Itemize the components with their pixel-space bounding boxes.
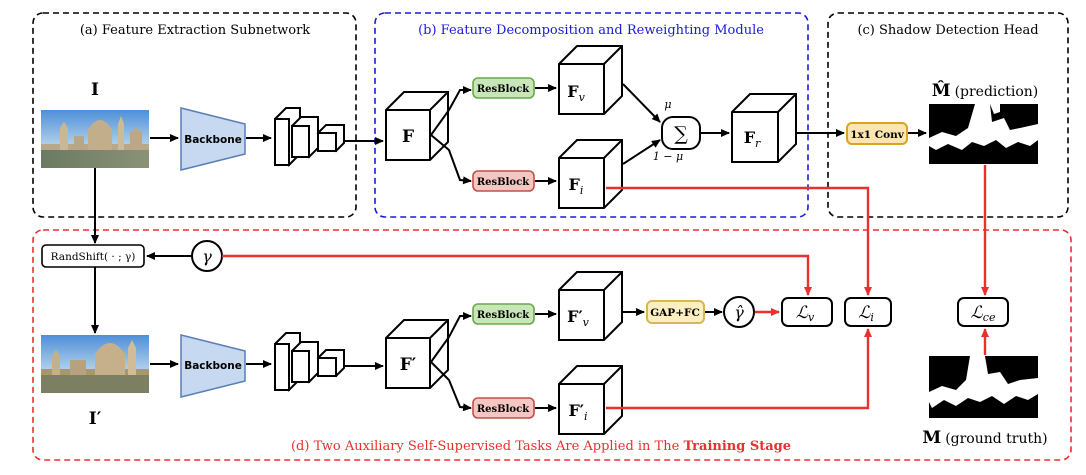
sum-symbol: ∑ — [674, 123, 688, 145]
randshift-box — [41, 244, 145, 268]
cube-Fr-label: Fr — [744, 128, 761, 150]
resblock-red-bottom — [472, 397, 535, 419]
cube-Fv-prime — [558, 271, 623, 341]
loss-i-label: ℒi — [858, 303, 874, 324]
gamma-label: γ — [202, 247, 212, 266]
ground-truth-title: M(ground truth) — [922, 428, 1047, 448]
gap-fc-label: GAP+FC — [650, 307, 700, 319]
resblock-red-bottom-label: ResBlock — [477, 404, 530, 415]
prediction-map — [929, 104, 1038, 164]
backbone-bottom-label: Backbone — [184, 360, 242, 372]
loss-v-label: ℒv — [796, 303, 815, 324]
arrow-Fi-prime-loss-i — [606, 328, 872, 410]
panel-b-box — [374, 12, 809, 218]
backbone-top-label: Backbone — [184, 134, 242, 146]
conv-block — [846, 122, 908, 145]
loss-ce-label: ℒce — [971, 303, 996, 324]
cube-Fv — [558, 45, 623, 115]
randshift-label: RandShift( · ; γ) — [51, 251, 136, 263]
cube-Fv-label: Fv — [567, 82, 585, 104]
cube-F-prime-label: F′ — [400, 355, 417, 375]
sum-node — [661, 116, 701, 150]
input-I-label: I — [91, 80, 99, 100]
arrow-Fi-sum — [622, 139, 661, 165]
arrow-gamma-loss-v — [222, 254, 812, 296]
conv-label: 1x1 Conv — [850, 129, 905, 141]
loss-v-box — [781, 297, 833, 327]
gamma-hat-node — [723, 296, 755, 328]
gap-fc-block — [646, 300, 705, 324]
arrow-F-resblock-red — [430, 134, 472, 185]
arrow-F-resblock-green — [430, 86, 472, 136]
resblock-green-top-label: ResBlock — [477, 84, 530, 95]
resblock-red-top-label: ResBlock — [477, 177, 530, 188]
cube-Fi-prime-label: F′i — [568, 401, 587, 423]
prediction-title: M̂(prediction) — [932, 81, 1039, 101]
panel-c-title: (c) Shadow Detection Head — [857, 23, 1038, 38]
feature-pyramid-bottom — [273, 332, 345, 392]
loss-i-box — [844, 297, 892, 327]
arrow-Fprime-resblock-green — [430, 312, 472, 363]
input-I-prime-label: I′ — [89, 409, 102, 429]
panel-b-title: (b) Feature Decomposition and Reweightin… — [418, 23, 764, 38]
gamma-hat-label: γ̂ — [734, 303, 744, 322]
cube-F — [385, 91, 449, 161]
panel-a-title: (a) Feature Extraction Subnetwork — [80, 23, 310, 38]
arrow-Fi-loss-i — [606, 186, 872, 296]
cube-F-prime — [385, 319, 449, 389]
loss-ce-box — [957, 297, 1009, 327]
ground-truth-map — [929, 356, 1038, 418]
resblock-green-top — [472, 77, 535, 99]
backbone-top — [180, 107, 246, 171]
cube-Fi-label: Fi — [569, 175, 584, 197]
mu-label: μ — [664, 98, 671, 111]
input-image-shifted — [41, 335, 149, 393]
panel-d-title: (d) Two Auxiliary Self-Supervised Tasks … — [291, 439, 791, 454]
resblock-green-bottom — [472, 303, 535, 325]
feature-pyramid-top — [273, 107, 345, 167]
one-minus-mu-label: 1 − μ — [653, 150, 683, 163]
cube-Fi — [558, 139, 623, 209]
cube-Fr — [731, 93, 797, 163]
cube-Fv-prime-label: F′v — [567, 307, 590, 329]
input-image — [41, 110, 149, 168]
panel-c-box — [827, 12, 1069, 218]
cube-Fi-prime — [558, 365, 623, 435]
resblock-red-top — [472, 170, 535, 192]
backbone-bottom — [180, 334, 246, 398]
arrow-Fprime-resblock-red — [430, 361, 472, 412]
cube-F-label: F — [402, 127, 414, 147]
panel-a-box — [32, 12, 357, 218]
resblock-green-bottom-label: ResBlock — [477, 310, 530, 321]
arrow-Fv-sum — [622, 83, 661, 123]
